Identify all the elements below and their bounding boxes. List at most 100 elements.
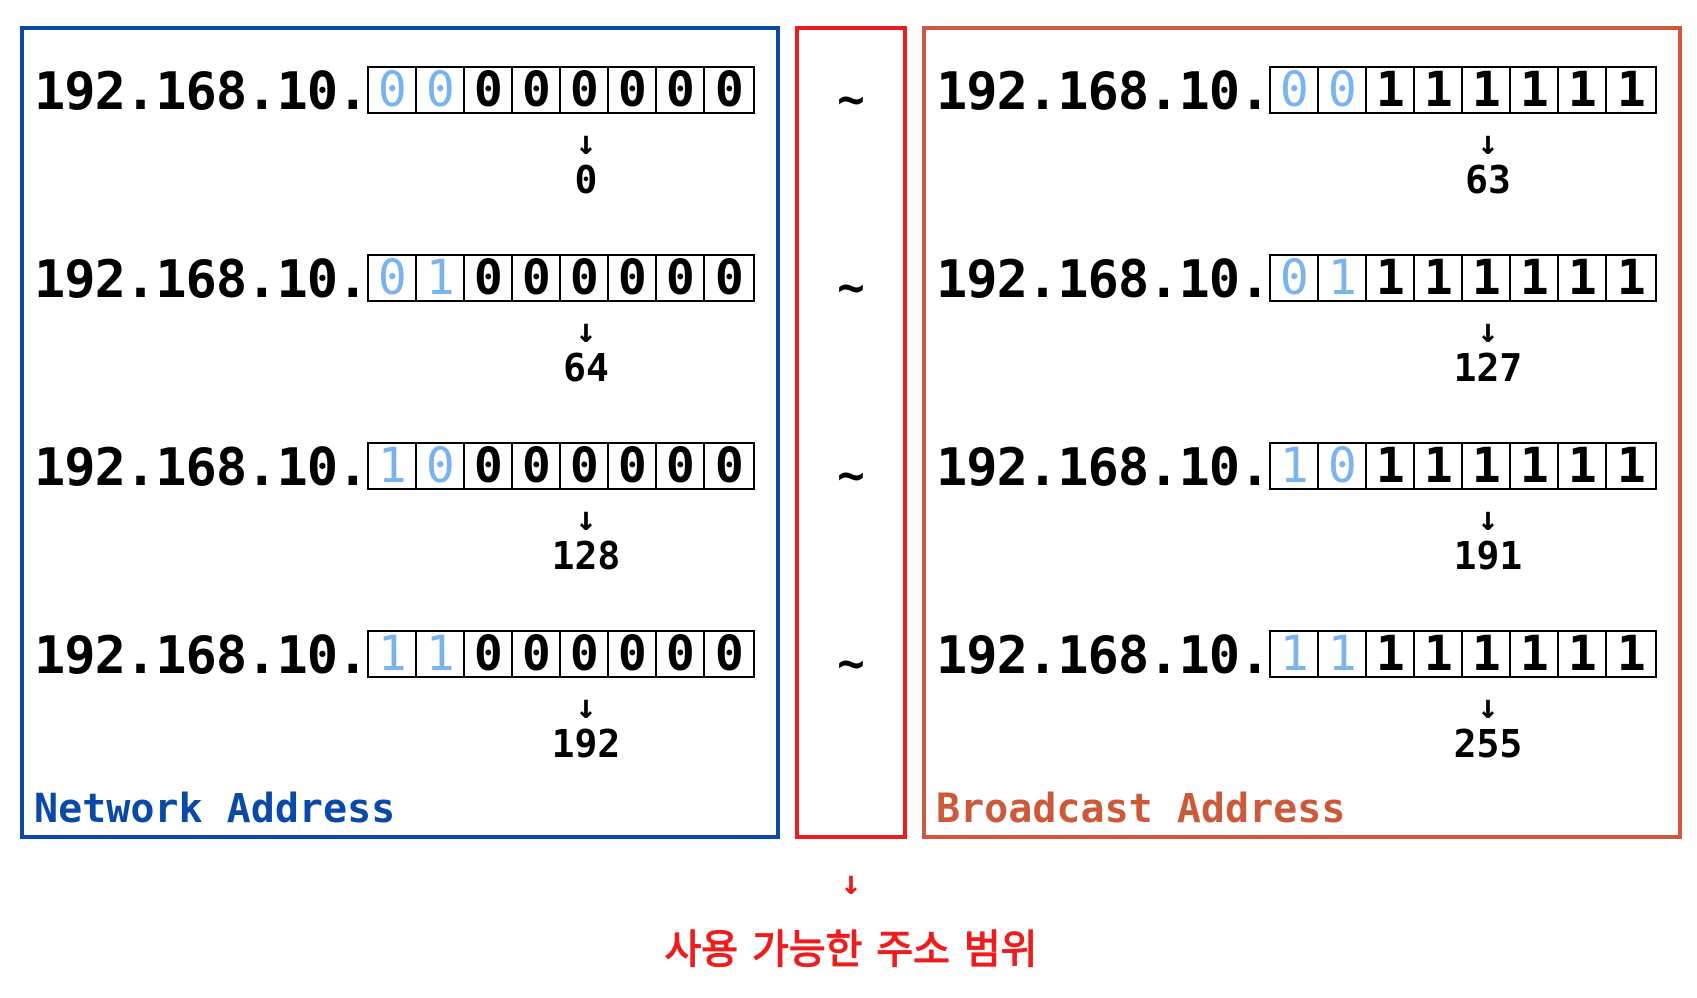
ip-prefix: 192.168.10.: [936, 250, 1270, 310]
host-bit: 0: [465, 630, 514, 678]
host-bit: 0: [657, 254, 706, 302]
subnet-bit: 0: [369, 66, 418, 114]
network-address-row: 192.168.10. 1 0 0 0 0 0 0 0: [34, 438, 756, 498]
host-bit: 1: [1511, 66, 1560, 114]
host-bit: 0: [465, 66, 514, 114]
host-bit: 0: [657, 442, 706, 490]
ip-prefix: 192.168.10.: [936, 626, 1270, 686]
host-bit: 1: [1463, 630, 1512, 678]
subnet-bit: 1: [1271, 630, 1320, 678]
subnet-bit: 0: [417, 442, 466, 490]
host-bit: 0: [465, 442, 514, 490]
down-arrow-icon: ↓: [1477, 123, 1499, 163]
network-address-row: 192.168.10. 0 1 0 0 0 0 0 0: [34, 250, 756, 310]
subnet-bit: 1: [1271, 442, 1320, 490]
host-bit: 1: [1616, 438, 1646, 494]
network-address-row: 192.168.10. 0 0 0 0 0 0 0 0: [34, 62, 756, 122]
host-bit: 1: [1367, 442, 1416, 490]
bit-boxes: 1 1 1 1 1 1 1 1: [1269, 626, 1658, 682]
subnet-bit: 1: [369, 442, 418, 490]
host-bit: 1: [1559, 442, 1608, 490]
subnet-bit: 1: [1319, 630, 1368, 678]
host-bit: 1: [1616, 62, 1646, 118]
subnet-bit: 0: [1271, 254, 1320, 302]
range-tilde: ~: [837, 636, 865, 690]
usable-range-caption: 사용 가능한 주소 범위: [664, 927, 1038, 973]
ip-prefix: 192.168.10.: [936, 438, 1270, 498]
subnet-bit: 0: [1319, 66, 1368, 114]
host-bit: 1: [1559, 66, 1608, 114]
bit-boxes: 1 1 0 0 0 0 0 0: [367, 630, 756, 678]
decimal-value: 127: [1453, 346, 1523, 390]
decimal-value: 128: [551, 534, 621, 578]
host-bit: 1: [1511, 630, 1560, 678]
host-bit: 1: [1367, 254, 1416, 302]
host-bit: 1: [1415, 254, 1464, 302]
broadcast-decimal-result: ↓ 191: [1428, 502, 1548, 576]
broadcast-decimal-result: ↓ 127: [1428, 314, 1548, 388]
range-tilde: ~: [837, 72, 865, 126]
decimal-value: 191: [1453, 534, 1523, 578]
host-bit: 1: [1415, 442, 1464, 490]
broadcast-decimal-result: ↓ 63: [1428, 126, 1548, 200]
down-arrow-icon: ↓: [1477, 499, 1499, 539]
down-arrow-icon: ↓: [575, 311, 597, 351]
host-bit: 1: [1616, 626, 1646, 682]
host-bit: 0: [609, 66, 658, 114]
host-bit: 0: [657, 630, 706, 678]
bit-boxes: 0 1 0 0 0 0 0 0: [367, 250, 756, 306]
ip-prefix: 192.168.10.: [936, 62, 1270, 122]
decimal-value: 64: [563, 346, 609, 390]
network-decimal-result: ↓ 0: [526, 126, 646, 200]
host-bit: 0: [561, 442, 610, 490]
ip-prefix: 192.168.10.: [34, 62, 368, 122]
down-arrow-icon: ↓: [1477, 687, 1499, 727]
host-bit: 0: [657, 66, 706, 114]
host-bit: 0: [561, 630, 610, 678]
broadcast-address-panel: 192.168.10. 0 0 1 1 1 1 1 1 ↓ 63 192.168…: [922, 26, 1682, 839]
host-bit: 1: [1511, 254, 1560, 302]
host-bit: 0: [561, 66, 610, 114]
down-arrow-icon: ↓: [1477, 311, 1499, 351]
ip-prefix: 192.168.10.: [34, 250, 368, 310]
subnet-bit: 1: [417, 630, 466, 678]
host-bit: 1: [1511, 442, 1560, 490]
network-decimal-result: ↓ 64: [526, 314, 646, 388]
host-bit: 0: [561, 254, 610, 302]
subnet-bit: 0: [417, 66, 466, 114]
ip-prefix: 192.168.10.: [34, 438, 368, 498]
down-arrow-icon: ↓: [840, 863, 862, 903]
host-bit: 0: [513, 630, 562, 678]
broadcast-address-row: 192.168.10. 0 1 1 1 1 1 1 1: [936, 250, 1658, 310]
network-address-label: Network Address: [34, 786, 396, 832]
bit-boxes: 0 0 1 1 1 1 1 1: [1269, 62, 1658, 118]
host-bit: 0: [714, 250, 744, 306]
host-bit: 1: [1367, 66, 1416, 114]
host-bit: 0: [513, 66, 562, 114]
down-arrow-icon: ↓: [575, 499, 597, 539]
host-bit: 1: [1367, 630, 1416, 678]
down-arrow-icon: ↓: [575, 123, 597, 163]
bit-boxes: 0 0 0 0 0 0 0 0: [367, 66, 756, 114]
host-bit: 1: [1463, 254, 1512, 302]
host-bit: 1: [1559, 254, 1608, 302]
host-bit: 1: [1415, 630, 1464, 678]
network-address-panel: 192.168.10. 0 0 0 0 0 0 0 0 ↓ 0 192.168.…: [20, 26, 780, 839]
host-bit: 1: [1463, 442, 1512, 490]
host-bit: 0: [609, 630, 658, 678]
range-tilde: ~: [837, 448, 865, 502]
subnet-bit: 0: [1319, 442, 1368, 490]
host-bit: 1: [1559, 630, 1608, 678]
network-address-row: 192.168.10. 1 1 0 0 0 0 0 0: [34, 630, 756, 682]
range-panel: ~ ~ ~ ~: [795, 26, 907, 839]
host-bit: 1: [1463, 66, 1512, 114]
bit-boxes: 0 1 1 1 1 1 1 1: [1269, 254, 1658, 302]
bit-boxes: 1 0 0 0 0 0 0 0: [367, 442, 756, 490]
host-bit: 0: [465, 254, 514, 302]
bit-boxes: 1 0 1 1 1 1 1 1: [1269, 438, 1658, 494]
host-bit: 1: [1415, 66, 1464, 114]
subnet-bit: 0: [1271, 66, 1320, 114]
subnet-bit: 1: [1319, 254, 1368, 302]
host-bit: 0: [609, 442, 658, 490]
subnet-bit: 1: [417, 254, 466, 302]
